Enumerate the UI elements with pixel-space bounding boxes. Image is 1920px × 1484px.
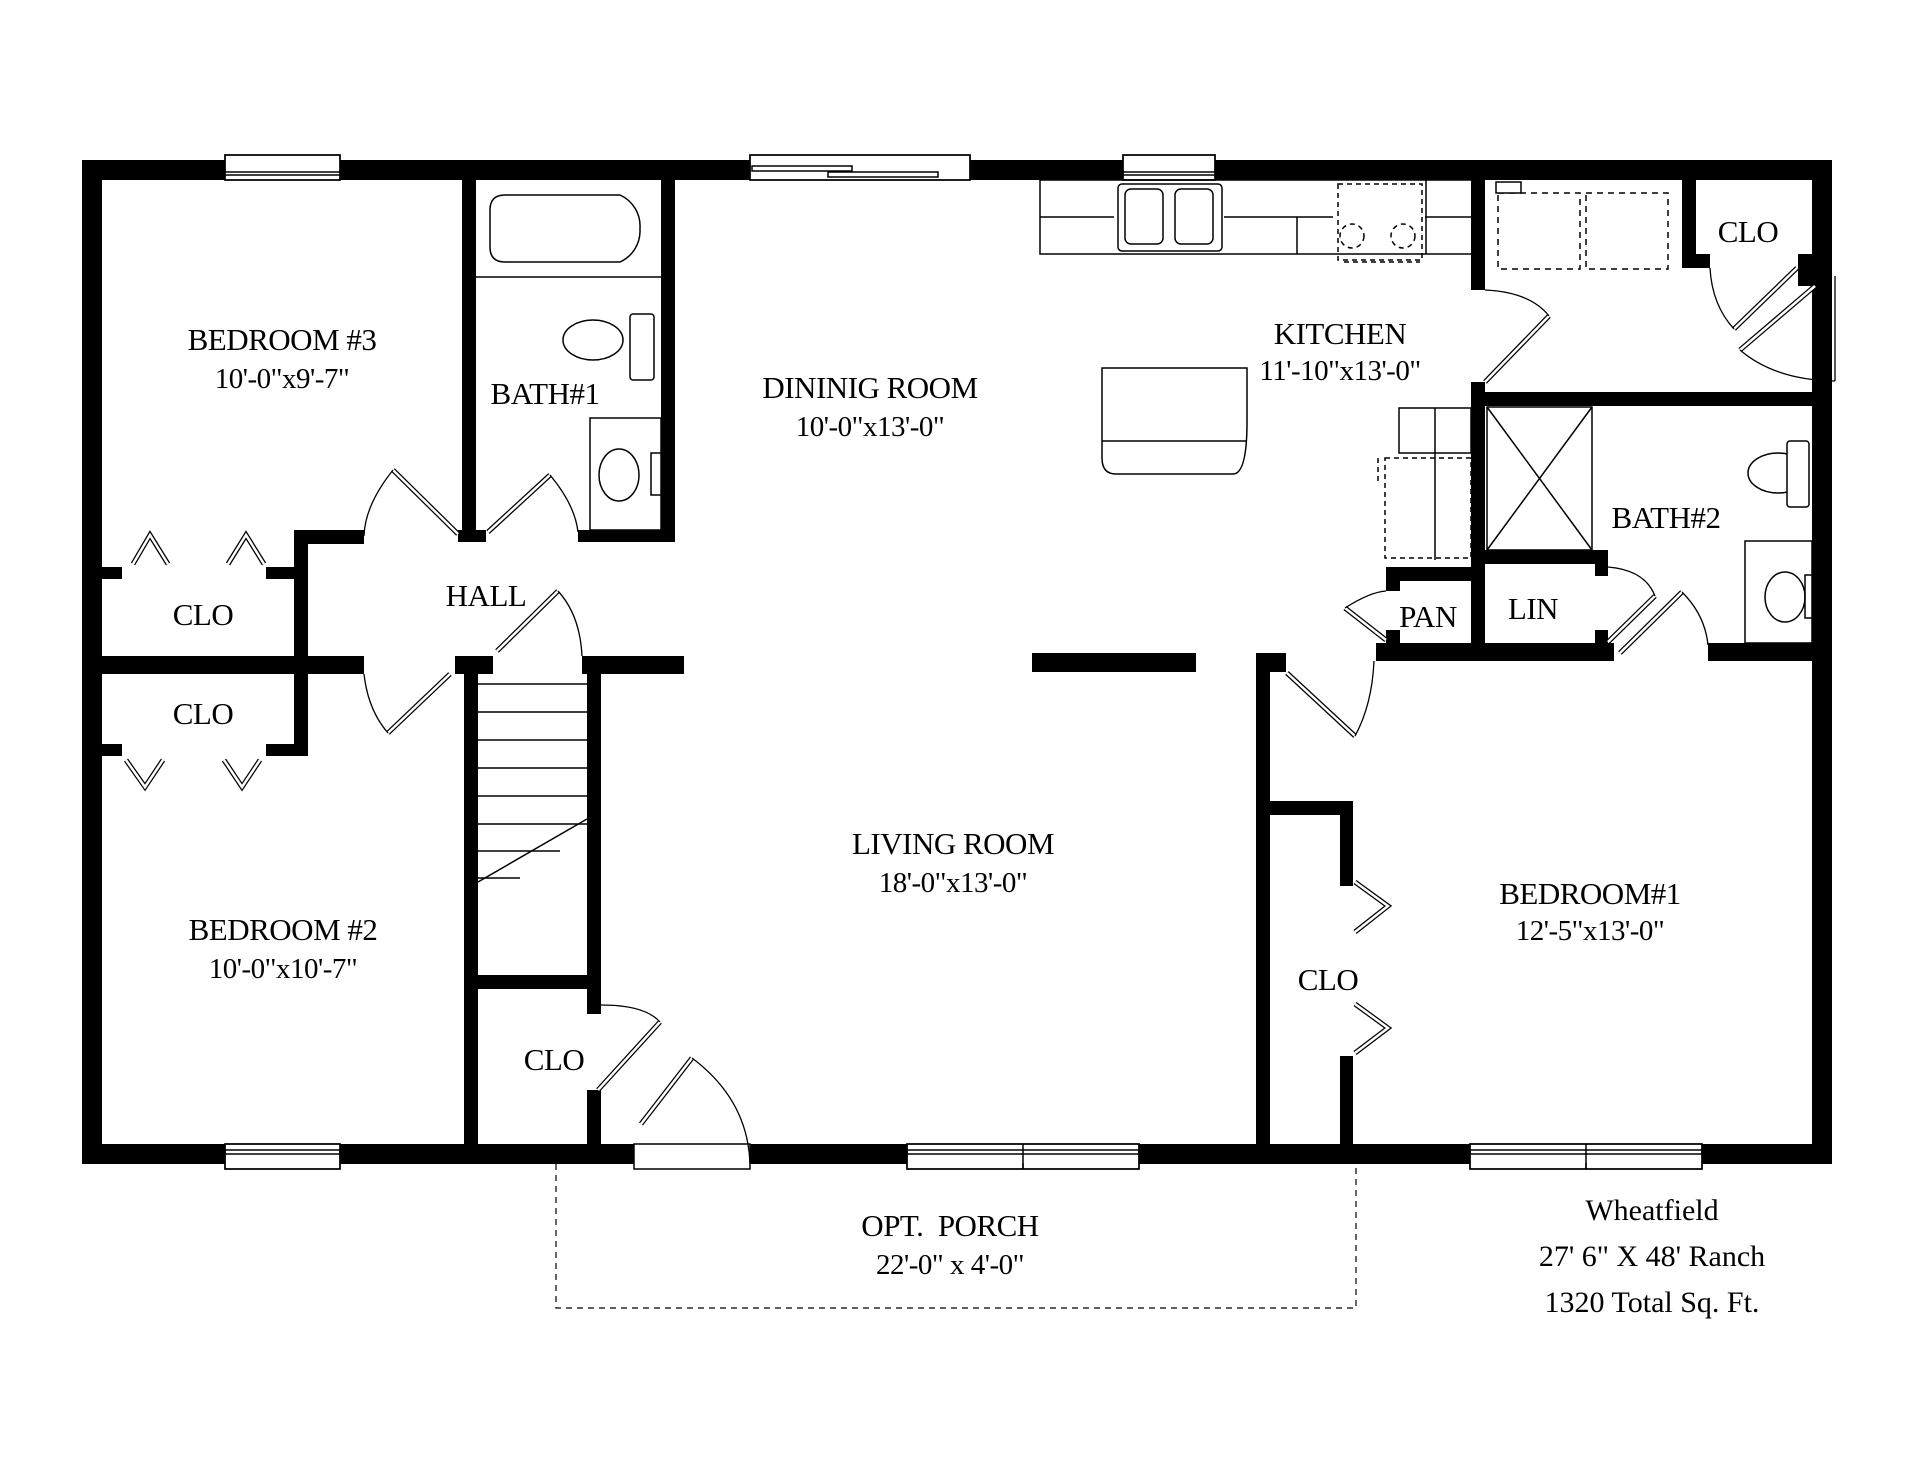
- room-name: LIVING ROOM: [851, 826, 1055, 861]
- room-living: LIVING ROOM 18'-0"x13'-0": [851, 826, 1055, 899]
- room-dimensions: 18'-0"x13'-0": [878, 867, 1028, 899]
- room-closet-bedroom-2: CLO: [173, 698, 234, 729]
- room-name: LIN: [1507, 591, 1559, 626]
- room-closet-bedroom-3: CLO: [173, 599, 234, 630]
- room-name: DININIG ROOM: [762, 370, 978, 405]
- room-name: KITCHEN: [1273, 316, 1407, 351]
- room-bath-2: BATH#2: [1612, 502, 1721, 533]
- room-closet-laundry: CLO: [1718, 216, 1779, 247]
- room-dimensions: 10'-0"x13'-0": [795, 411, 945, 443]
- room-hall: HALL: [446, 580, 527, 611]
- interior-walls: [102, 180, 1812, 1144]
- room-name: BEDROOM#1: [1499, 876, 1681, 911]
- room-name: HALL: [445, 578, 527, 613]
- room-pantry: PAN: [1399, 601, 1457, 632]
- room-bedroom-2: BEDROOM #2 10'-0"x10'-7": [189, 914, 378, 984]
- room-closet-entry: CLO: [524, 1044, 585, 1075]
- room-dimensions: 10'-0"x9'-7": [214, 363, 350, 395]
- room-closet-bedroom-1: CLO: [1298, 964, 1359, 995]
- room-name: CLO: [172, 696, 234, 731]
- room-dimensions: 12'-5"x13'-0": [1515, 915, 1665, 947]
- room-name: PAN: [1399, 599, 1457, 634]
- room-dimensions: 10'-0"x10'-7": [208, 953, 358, 985]
- room-kitchen: KITCHEN 11'-10"x13'-0": [1259, 316, 1421, 387]
- plan-area: 1320 Total Sq. Ft.: [1544, 1286, 1760, 1319]
- room-name: BEDROOM #2: [188, 912, 378, 947]
- fixtures: [476, 179, 1816, 1309]
- plan-info: Wheatfield 27' 6" X 48' Ranch 1320 Total…: [1539, 1188, 1765, 1326]
- plan-size: 27' 6" X 48' Ranch: [1538, 1240, 1766, 1273]
- room-name: CLO: [1297, 962, 1359, 997]
- room-dimensions: 11'-10"x13'-0": [1259, 355, 1421, 387]
- optional-porch: OPT. PORCH 22'-0" x 4'-0": [861, 1208, 1039, 1281]
- room-linen: LIN: [1507, 591, 1559, 626]
- room-bath-1: BATH#1: [491, 378, 600, 409]
- room-dining: DININIG ROOM 10'-0"x13'-0": [762, 370, 978, 443]
- plan-title: Wheatfield: [1585, 1194, 1719, 1227]
- windows: [224, 154, 1703, 1170]
- room-name: CLO: [1717, 214, 1779, 249]
- room-name: BATH#2: [1611, 500, 1721, 535]
- room-bedroom-3: BEDROOM #3 10'-0"x9'-7": [188, 324, 377, 394]
- room-dimensions: 22'-0" x 4'-0": [876, 1249, 1024, 1281]
- room-name: BATH#1: [490, 376, 600, 411]
- room-name: BEDROOM #3: [187, 322, 377, 357]
- room-name: CLO: [172, 597, 234, 632]
- room-name: CLO: [523, 1042, 585, 1077]
- doors: [123, 266, 1836, 1165]
- room-name: OPT. PORCH: [861, 1208, 1039, 1243]
- room-bedroom-1: BEDROOM#1 12'-5"x13'-0": [1499, 878, 1681, 946]
